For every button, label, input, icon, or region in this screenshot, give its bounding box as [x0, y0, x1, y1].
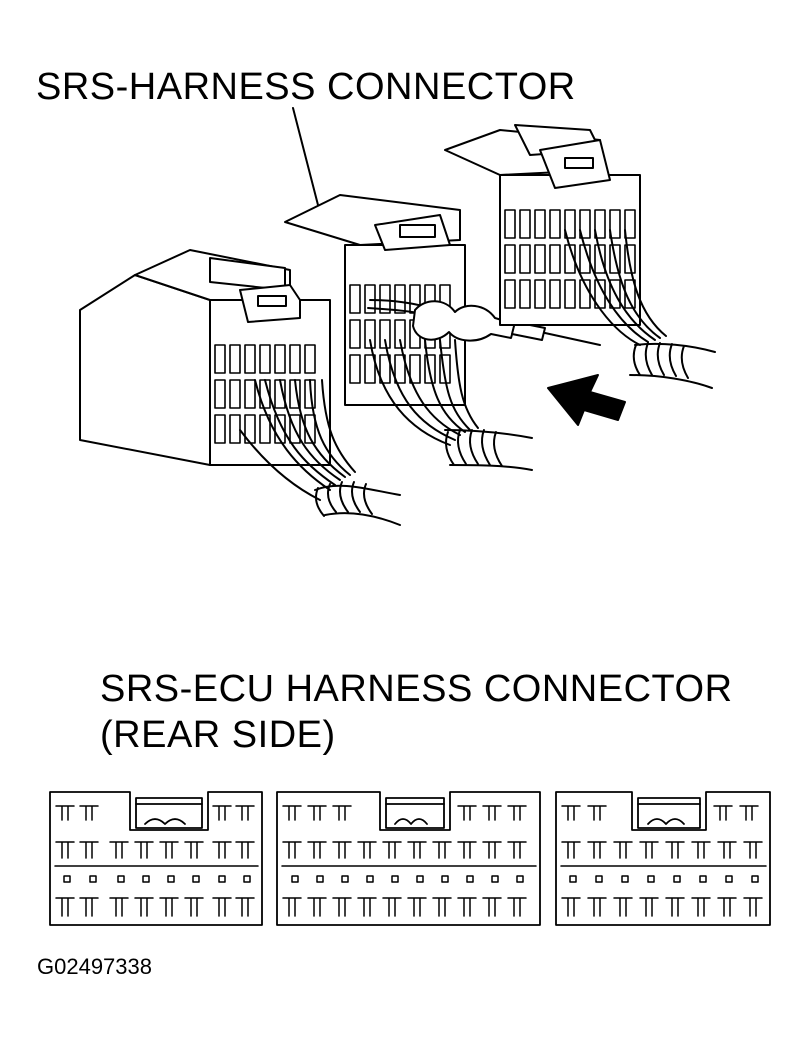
ecu-connector-side-label: (REAR SIDE) [100, 714, 336, 756]
leader-line [292, 107, 319, 206]
harness-connector-block-middle [284, 194, 601, 471]
harness-connector-block-left [79, 249, 401, 526]
figure-id: G02497338 [37, 954, 152, 979]
ecu-connector-b [276, 791, 541, 926]
ecu-connector-a [49, 791, 263, 926]
harness-connector-block-right [444, 124, 716, 389]
probe-icon [412, 300, 516, 342]
arrow-icon [547, 374, 626, 426]
harness-connector-label: SRS-HARNESS CONNECTOR [36, 66, 576, 108]
ecu-connector-label: SRS-ECU HARNESS CONNECTOR [100, 668, 733, 710]
ecu-connector-c [555, 791, 771, 926]
